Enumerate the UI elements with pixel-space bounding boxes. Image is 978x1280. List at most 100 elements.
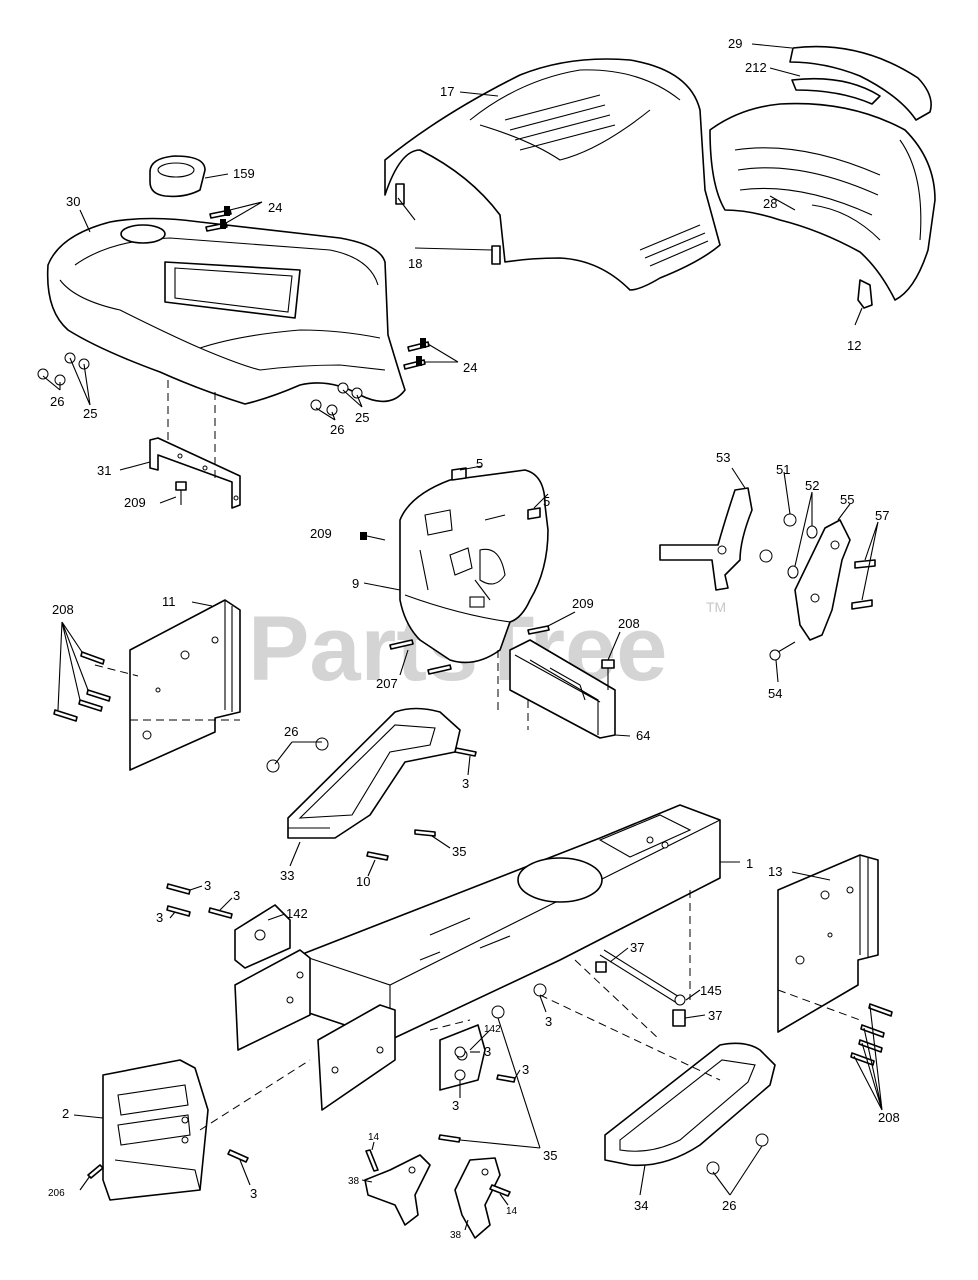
label-25-right: 25 [355, 410, 369, 425]
label-5-right: 5 [543, 494, 550, 509]
label-142-lower: 142 [484, 1024, 501, 1035]
label-3-f: 3 [522, 1062, 529, 1077]
label-212: 212 [745, 60, 767, 75]
part-64-bracket[interactable] [497, 639, 616, 739]
label-209-left: 209 [124, 495, 146, 510]
label-17: 17 [440, 84, 454, 99]
bolt-207[interactable] [389, 639, 452, 675]
bolt-209-mid[interactable] [527, 625, 550, 635]
bolts-208-right[interactable] [850, 1003, 893, 1066]
bolts-24-top[interactable] [205, 206, 232, 232]
label-55: 55 [840, 492, 854, 507]
part-29-trim[interactable] [789, 45, 932, 121]
label-209-dash: 209 [310, 526, 332, 541]
label-33: 33 [280, 868, 294, 883]
part-31-bracket[interactable] [149, 437, 241, 509]
label-51: 51 [776, 462, 790, 477]
label-1: 1 [746, 856, 753, 871]
label-37-upper: 37 [630, 940, 644, 955]
washers-52[interactable] [787, 525, 818, 579]
watermark-trademark: TM [706, 599, 726, 615]
part-28-grille[interactable] [709, 102, 936, 301]
bolts-57[interactable] [851, 559, 876, 610]
part-front-plate-mid[interactable] [317, 1004, 396, 1111]
label-209-mid: 209 [572, 596, 594, 611]
label-34: 34 [634, 1198, 648, 1213]
label-207: 207 [376, 676, 398, 691]
part-34-foot-rest[interactable] [604, 1042, 776, 1167]
label-26-left: 26 [50, 394, 64, 409]
part-37-rod[interactable] [595, 949, 685, 1006]
bolt-10[interactable] [366, 851, 389, 861]
label-13: 13 [768, 864, 782, 879]
label-3-c: 3 [156, 910, 163, 925]
label-9: 9 [352, 576, 359, 591]
label-57: 57 [875, 508, 889, 523]
part-13-side-panel[interactable] [777, 854, 879, 1033]
label-12: 12 [847, 338, 861, 353]
bolt-209-dash[interactable] [360, 532, 386, 541]
label-3-d: 3 [545, 1014, 552, 1029]
label-35-lower: 35 [543, 1148, 557, 1163]
label-208-right: 208 [878, 1110, 900, 1125]
bolt-35-mid[interactable] [414, 829, 436, 837]
part-12-clip[interactable] [857, 279, 873, 309]
label-29: 29 [728, 36, 742, 51]
label-5-top: 5 [476, 456, 483, 471]
label-159: 159 [233, 166, 255, 181]
part-11-side-panel[interactable] [129, 599, 241, 771]
part-front-plate-left[interactable] [234, 949, 311, 1051]
part-2-bracket[interactable] [102, 1059, 209, 1201]
label-26-right: 26 [330, 422, 344, 437]
label-3-a: 3 [204, 878, 211, 893]
nuts-51[interactable] [759, 513, 797, 563]
label-37-lower: 37 [708, 1008, 722, 1023]
bolt-54[interactable] [769, 641, 796, 661]
label-3-mid: 3 [462, 776, 469, 791]
nuts-washers-right[interactable] [310, 382, 363, 416]
part-38-pedal-left[interactable] [364, 1154, 431, 1226]
label-3-h: 3 [250, 1186, 257, 1201]
part-212-trim[interactable] [791, 77, 881, 105]
label-28: 28 [763, 196, 777, 211]
bolts-3-front-left[interactable] [166, 883, 233, 919]
bolts-14[interactable] [365, 1149, 511, 1197]
label-24-top: 24 [268, 200, 282, 215]
label-18: 18 [408, 256, 422, 271]
bolt-209-left[interactable] [175, 481, 187, 505]
part-38-pedal-right[interactable] [454, 1157, 501, 1239]
bolt-3-mid[interactable] [454, 747, 477, 757]
part-17-hood[interactable] [384, 58, 721, 291]
nuts-26-rear[interactable] [706, 1133, 769, 1175]
label-38-right: 38 [450, 1230, 462, 1241]
nuts-26-mid[interactable] [266, 737, 329, 773]
part-33-foot-rest[interactable] [287, 707, 461, 839]
bolt-3-front[interactable] [227, 1149, 249, 1163]
bolts-24-right[interactable] [403, 338, 430, 370]
label-38-left: 38 [348, 1176, 360, 1187]
label-26-mid: 26 [284, 724, 298, 739]
label-35-mid: 35 [452, 844, 466, 859]
leader-lines [42, 43, 883, 1231]
label-3-g: 3 [452, 1098, 459, 1113]
nuts-washers-left[interactable] [37, 352, 90, 386]
part-142-bracket-upper[interactable] [234, 904, 291, 969]
part-145-bushing[interactable] [672, 994, 686, 1027]
part-55-bracket[interactable] [794, 519, 851, 641]
part-30-fender[interactable] [46, 217, 406, 405]
label-64: 64 [636, 728, 650, 743]
bolt-206[interactable] [87, 1164, 104, 1179]
label-11: 11 [162, 594, 176, 609]
knobs-5[interactable] [451, 467, 541, 520]
bolts-35-lower[interactable] [438, 1005, 505, 1143]
label-31: 31 [97, 463, 111, 478]
part-159-cup-holder[interactable] [149, 155, 206, 198]
part-142-bracket-lower[interactable] [439, 1024, 486, 1091]
part-53-bracket[interactable] [659, 487, 753, 591]
label-3-b: 3 [233, 888, 240, 903]
part-1-frame[interactable] [299, 804, 721, 1041]
label-25-left: 25 [83, 406, 97, 421]
bolts-208-left[interactable] [53, 651, 111, 722]
bolts-3-front-mid[interactable] [454, 983, 547, 1083]
